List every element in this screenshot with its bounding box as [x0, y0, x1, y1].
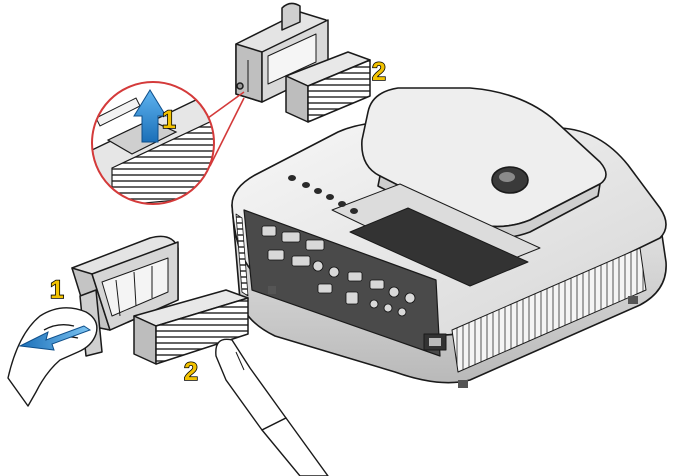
left-arrow-icon	[18, 325, 92, 351]
callout-circle	[91, 81, 215, 205]
side-air-filter	[133, 289, 249, 365]
top-air-filter	[285, 51, 371, 123]
side-filter-step-2-label: 2	[184, 358, 198, 386]
hand	[7, 307, 98, 407]
callout-inset	[91, 81, 245, 205]
projector	[231, 87, 667, 388]
top-filter-step-2-label: 2	[372, 58, 386, 86]
top-inset-step-1-label: 1	[162, 106, 176, 134]
up-arrow-icon	[133, 89, 167, 143]
io-panel	[243, 209, 441, 357]
side-vent	[451, 247, 647, 373]
projector-lens-hump	[361, 87, 607, 228]
keypad	[288, 175, 358, 214]
side-step-1-label: 1	[50, 276, 64, 304]
io-ports	[261, 225, 416, 317]
cleaning-tool	[215, 338, 329, 476]
callout-leader	[207, 91, 245, 119]
